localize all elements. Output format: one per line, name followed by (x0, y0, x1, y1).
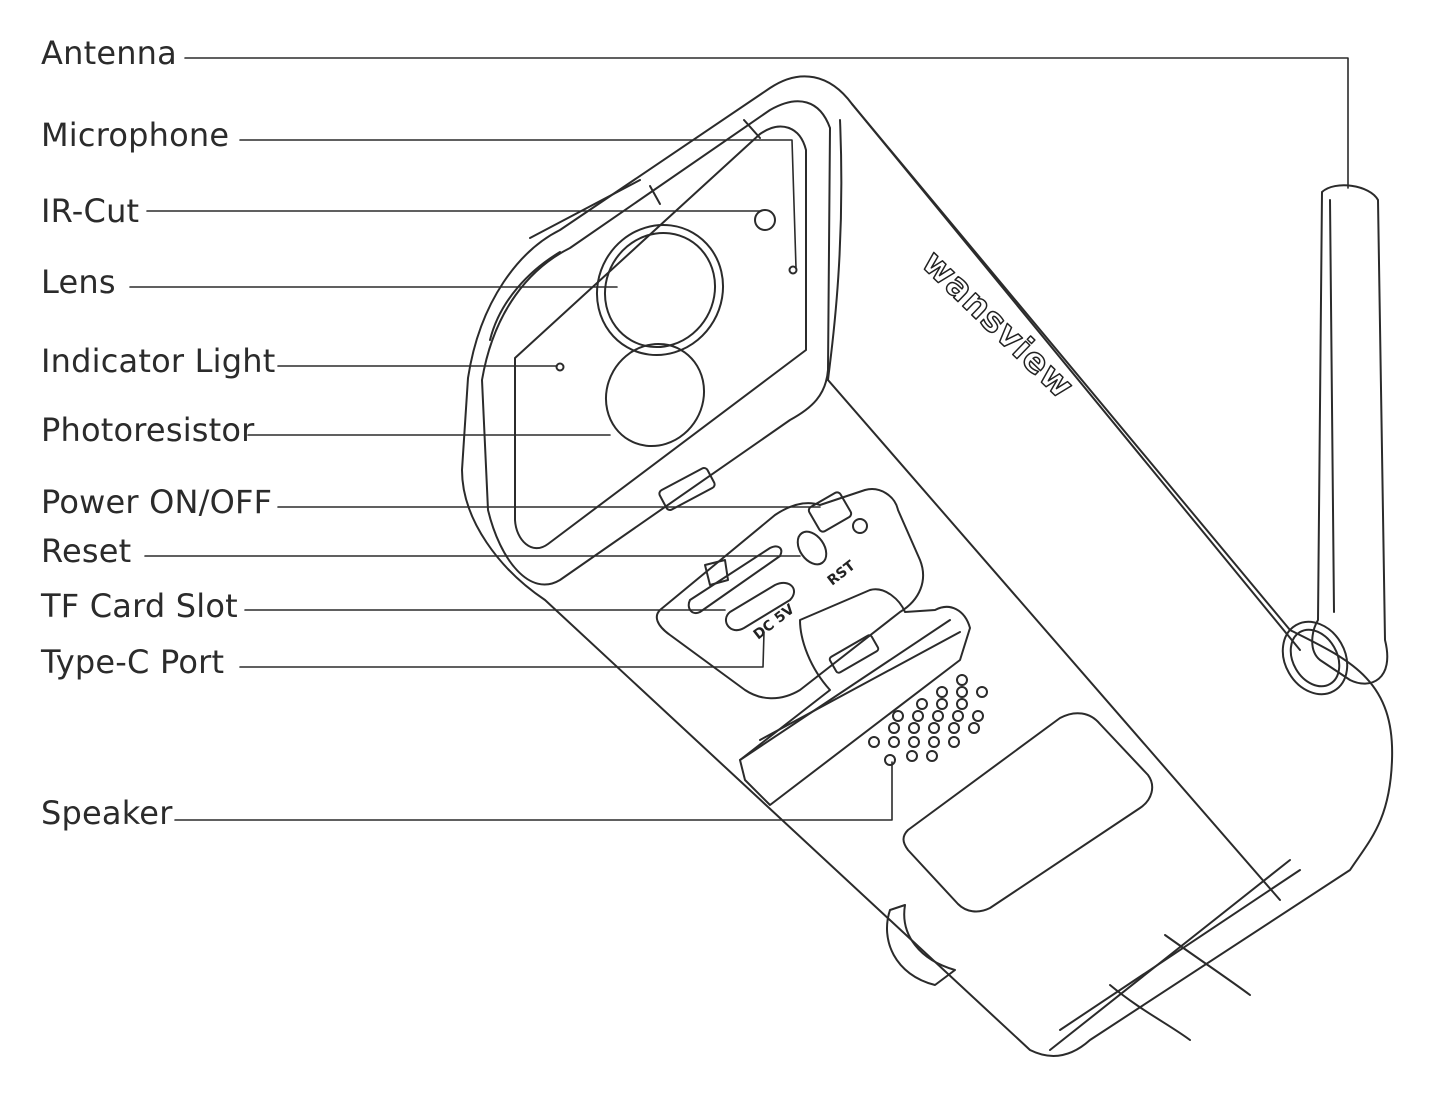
speaker-hole (932, 710, 944, 722)
antenna-body (1311, 184, 1389, 685)
antenna-edge (1329, 199, 1335, 613)
lens-inner (603, 231, 717, 349)
speaker-hole (968, 722, 980, 734)
rear-rib (1164, 934, 1251, 996)
flap-edge (759, 631, 961, 741)
speaker-hole (928, 722, 940, 734)
label-power: Power ON/OFF (41, 483, 273, 521)
speaker-hole (972, 710, 984, 722)
camera-body (461, 75, 1394, 1057)
label-tf-card: TF Card Slot (41, 587, 238, 625)
speaker-hole (956, 686, 968, 698)
bezel-seam (743, 119, 761, 139)
label-ir-cut: IR-Cut (41, 192, 140, 230)
speaker-hole (912, 710, 924, 722)
rear-rib (1049, 859, 1291, 1051)
speaker-hole (906, 750, 918, 762)
leader-type-c (239, 631, 765, 668)
speaker-hole (936, 698, 948, 710)
rubber-flap (739, 588, 971, 806)
flap-edge (739, 619, 951, 761)
bezel-edge-top (529, 179, 641, 239)
rear-rib (1109, 984, 1191, 1041)
label-indicator-light: Indicator Light (41, 342, 276, 380)
speaker-hole (908, 722, 920, 734)
brand-logo: wansview (914, 243, 1082, 407)
power-symbol-icon (852, 518, 868, 534)
speaker-hole (956, 674, 968, 686)
slot-latch (704, 559, 729, 586)
front-tab (658, 467, 716, 511)
body-crease (827, 379, 1281, 901)
bezel-seam (649, 185, 661, 205)
front-face (514, 125, 807, 550)
leader-microphone (239, 139, 797, 269)
speaker-hole (892, 710, 904, 722)
label-lens: Lens (41, 263, 116, 301)
bezel-edge (489, 251, 561, 341)
speaker-grille (868, 674, 988, 766)
label-plate (902, 712, 1154, 913)
label-microphone: Microphone (41, 116, 230, 154)
speaker-hole (916, 698, 928, 710)
reset-button (796, 530, 828, 566)
ir-cut-sensor (754, 209, 776, 231)
photoresistor-window (604, 342, 706, 448)
type-c-port (725, 581, 795, 631)
speaker-hole (888, 736, 900, 748)
power-button (807, 491, 853, 533)
speaker-hole (884, 754, 896, 766)
label-antenna: Antenna (41, 34, 177, 72)
label-photoresistor: Photoresistor (41, 411, 255, 449)
lens-outer (595, 223, 725, 357)
body-side-edge (827, 119, 843, 381)
body-outline (461, 75, 1394, 1057)
antenna-hinge (1281, 620, 1349, 696)
leader-speaker (174, 761, 893, 821)
speaker-hole (952, 710, 964, 722)
microphone-hole (788, 265, 798, 275)
mount-knob (886, 904, 956, 986)
flap-tab (828, 634, 880, 674)
speaker-hole (948, 722, 960, 734)
leader-lines (129, 57, 1349, 821)
antenna-hinge-inner (1289, 628, 1341, 688)
speaker-hole (908, 736, 920, 748)
port-area: RST DC 5V (655, 488, 971, 806)
label-speaker: Speaker (41, 794, 173, 832)
speaker-hole (956, 698, 968, 710)
label-type-c: Type-C Port (41, 643, 225, 681)
speaker-hole (936, 686, 948, 698)
label-reset: Reset (41, 532, 132, 570)
speaker-hole (926, 750, 938, 762)
speaker-hole (868, 736, 880, 748)
front-bezel (481, 100, 831, 586)
antenna (1281, 184, 1389, 696)
speaker-hole (976, 686, 988, 698)
leader-antenna (184, 57, 1349, 189)
speaker-hole (948, 736, 960, 748)
indicator-led (555, 362, 565, 372)
body-top-edge (851, 103, 1301, 651)
speaker-hole (888, 722, 900, 734)
dc-5v-mark: DC 5V (751, 601, 798, 643)
rst-mark: RST (825, 558, 859, 590)
front-components (555, 209, 798, 448)
speaker-hole (928, 736, 940, 748)
rear-rib (1059, 869, 1301, 1031)
